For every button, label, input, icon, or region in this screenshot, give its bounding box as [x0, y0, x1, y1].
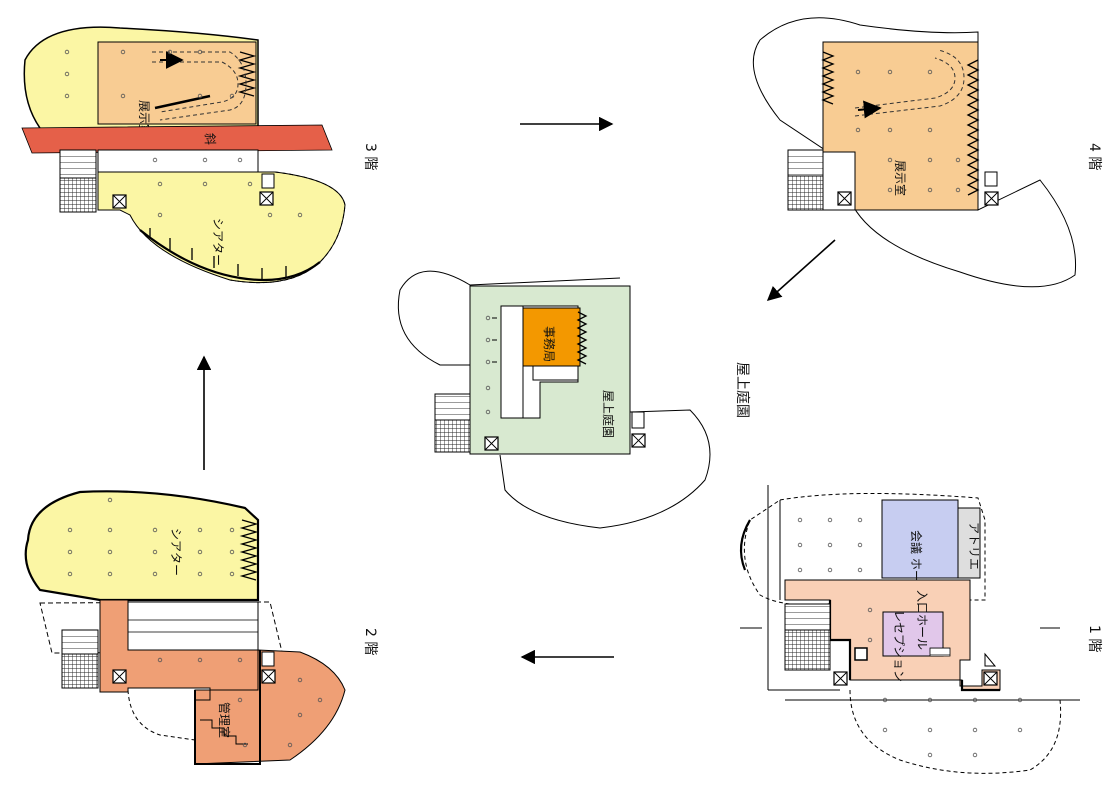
- f1-meeting-hall-label: 会議 ホール: [909, 530, 923, 594]
- roof-office-label: 事務局: [542, 326, 556, 362]
- f4-exhibition-label: 展示室: [893, 160, 908, 196]
- elevator-icon: [837, 191, 852, 206]
- floor-4-label: 4 階: [1086, 143, 1102, 170]
- elevator-icon: [112, 669, 127, 684]
- elevator-icon: [984, 191, 999, 206]
- f1-reception-label: レセプション: [892, 610, 906, 682]
- elevator-icon: [631, 433, 646, 448]
- floor-4-plan: 展示室 4 階: [752, 17, 1102, 288]
- ramp-direction-arrow: [857, 100, 882, 119]
- roof-plan: 事務局 屋上庭園 屋上庭園: [397, 270, 751, 529]
- flow-arrow-floor4-to-roof: [766, 239, 836, 301]
- floor-2-plan: シアター 管理室 2 階: [24, 490, 378, 765]
- f2-admin-label: 管理室: [217, 702, 232, 738]
- roof-floor-label: 屋上庭園: [734, 362, 751, 418]
- floor-2-label: 2 階: [362, 628, 378, 655]
- elevator-icon: [833, 671, 848, 686]
- elevator-icon: [259, 191, 274, 206]
- f3-theater-label: シアター: [211, 218, 225, 266]
- f1-entrance-hall-label: 入口ホール: [915, 590, 929, 650]
- elevator-icon: [261, 669, 276, 684]
- elevator-icon: [983, 671, 998, 686]
- f1-atelier-label: アトリエ: [967, 522, 981, 570]
- f2-theater-label: シアター: [169, 528, 183, 576]
- floor-1-plan: アトリエ 会議 ホール レセプション 入口ホール 1 階: [739, 485, 1102, 774]
- elevator-icon: [112, 194, 127, 209]
- roof-garden-label: 屋上庭園: [601, 390, 616, 438]
- elevator-icon: [484, 436, 499, 451]
- floor-1-label: 1 階: [1086, 625, 1102, 652]
- floor-3-plan: 展示室 斜 路 シアター 3 階: [21, 26, 378, 284]
- floor-3-label: 3 階: [362, 143, 378, 170]
